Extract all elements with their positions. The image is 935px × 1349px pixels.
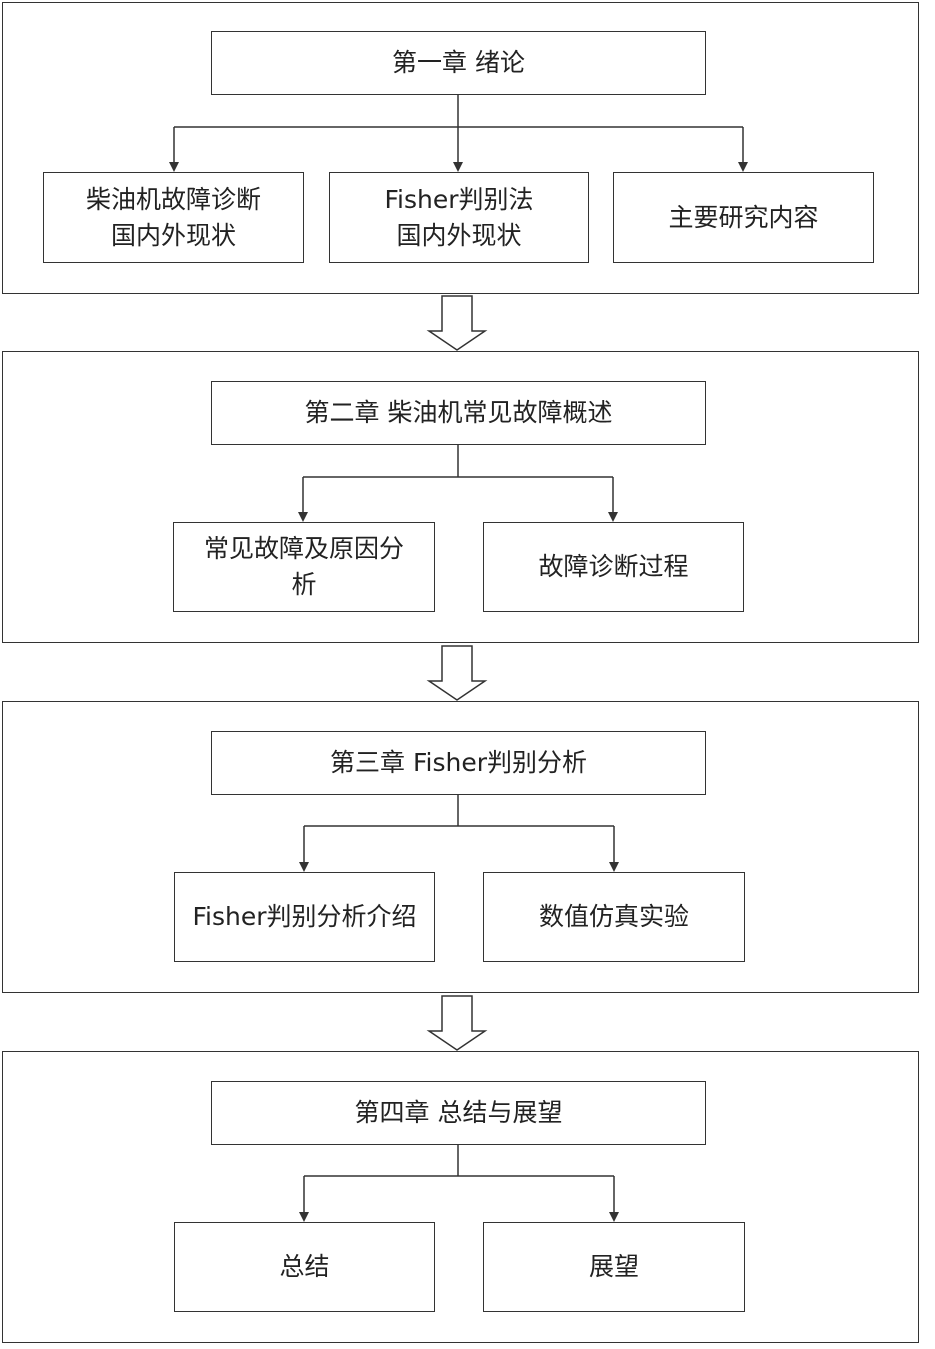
chapter-4-item: 展望 bbox=[483, 1222, 745, 1312]
chapter-3-section bbox=[2, 701, 919, 993]
chapter-1-item: Fisher判别法 国内外现状 bbox=[329, 172, 589, 263]
chapter-1-item: 柴油机故障诊断 国内外现状 bbox=[43, 172, 304, 263]
hollow-down-arrow bbox=[426, 645, 488, 701]
chapter-3-title: 第三章 Fisher判别分析 bbox=[211, 731, 706, 795]
chapter-3-item: Fisher判别分析介绍 bbox=[174, 872, 435, 962]
hollow-down-arrow bbox=[426, 295, 488, 351]
chapter-1-section bbox=[2, 2, 919, 294]
chapter-4-title: 第四章 总结与展望 bbox=[211, 1081, 706, 1145]
chapter-2-title: 第二章 柴油机常见故障概述 bbox=[211, 381, 706, 445]
chapter-2-item: 常见故障及原因分 析 bbox=[173, 522, 435, 612]
chapter-1-item: 主要研究内容 bbox=[613, 172, 874, 263]
hollow-down-arrow bbox=[426, 995, 488, 1051]
chapter-4-section bbox=[2, 1051, 919, 1343]
chapter-2-item: 故障诊断过程 bbox=[483, 522, 744, 612]
chapter-3-item: 数值仿真实验 bbox=[483, 872, 745, 962]
chapter-1-title: 第一章 绪论 bbox=[211, 31, 706, 95]
chapter-2-section bbox=[2, 351, 919, 643]
chapter-4-item: 总结 bbox=[174, 1222, 435, 1312]
